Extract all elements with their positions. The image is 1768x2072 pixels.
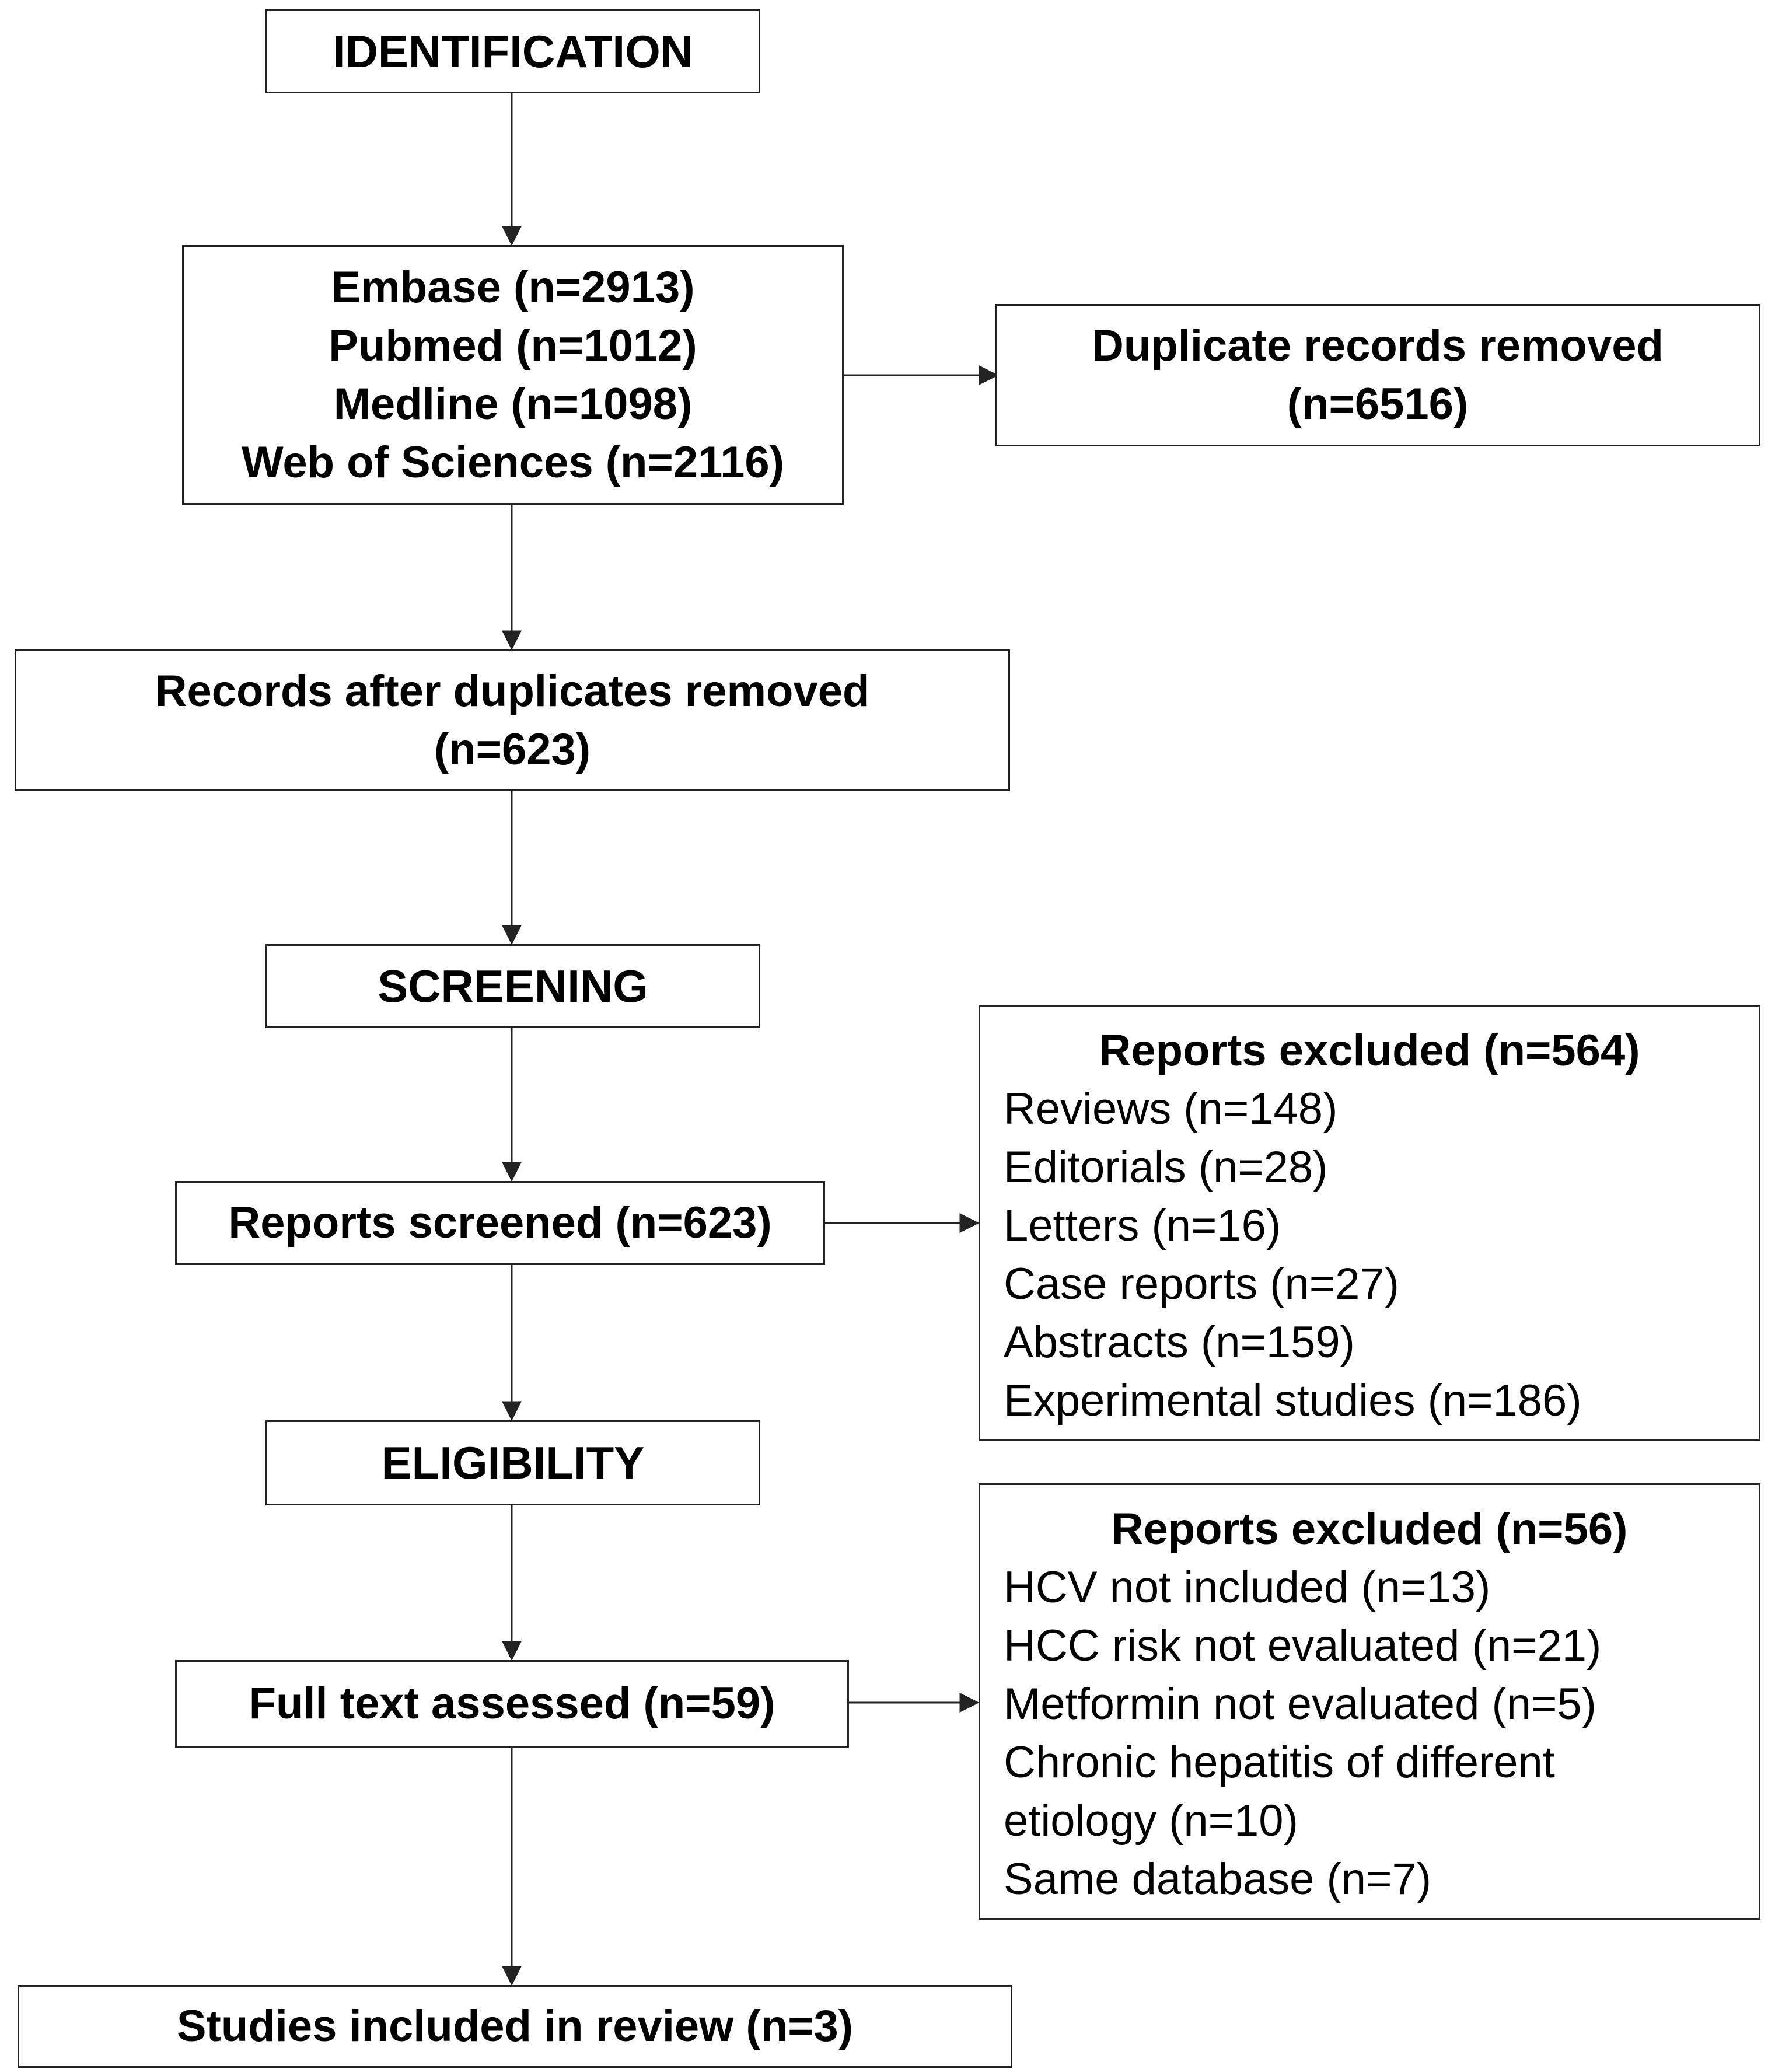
list-item: Experimental studies (n=186): [1004, 1376, 1582, 1425]
duplicates-removed-label: Duplicate records removed: [1092, 321, 1664, 371]
full-text-assessed-box: Full text assessed (n=59): [175, 1660, 849, 1748]
list-item: Chronic hepatitis of different: [1004, 1738, 1555, 1787]
duplicates-removed-box: Duplicate records removed (n=6516): [995, 304, 1760, 446]
list-item: etiology (n=10): [1004, 1796, 1298, 1846]
full-text-assessed-label: Full text assessed (n=59): [249, 1679, 775, 1728]
reports-screened-box: Reports screened (n=623): [175, 1181, 825, 1265]
duplicates-removed-count: (n=6516): [1287, 379, 1469, 429]
stage-identification-label: IDENTIFICATION: [332, 26, 694, 77]
records-after-duplicates-label: Records after duplicates removed: [155, 666, 870, 716]
list-item: Abstracts (n=159): [1004, 1318, 1355, 1367]
studies-included-box: Studies included in review (n=3): [18, 1985, 1012, 2068]
sources-box: Embase (n=2913) Pubmed (n=1012) Medline …: [182, 245, 844, 505]
screening-excluded-title: Reports excluded (n=564): [1099, 1026, 1640, 1075]
eligibility-excluded-box: Reports excluded (n=56) HCV not included…: [979, 1483, 1760, 1920]
list-item: HCC risk not evaluated (n=21): [1004, 1621, 1602, 1671]
source-pubmed: Pubmed (n=1012): [329, 320, 697, 371]
screening-excluded-list: Reviews (n=148) Editorials (n=28) Letter…: [1004, 1080, 1759, 1430]
screening-excluded-box: Reports excluded (n=564) Reviews (n=148)…: [979, 1005, 1760, 1441]
list-item: Case reports (n=27): [1004, 1259, 1399, 1309]
list-item: Letters (n=16): [1004, 1201, 1281, 1250]
eligibility-excluded-list: HCV not included (n=13) HCC risk not eva…: [1004, 1559, 1759, 1909]
records-after-duplicates-count: (n=623): [434, 724, 591, 774]
records-after-duplicates-box: Records after duplicates removed (n=623): [15, 649, 1010, 791]
source-embase: Embase (n=2913): [331, 262, 695, 312]
stage-eligibility: ELIGIBILITY: [265, 1420, 760, 1505]
list-item: Editorials (n=28): [1004, 1142, 1328, 1192]
list-item: Same database (n=7): [1004, 1854, 1432, 1904]
eligibility-excluded-title: Reports excluded (n=56): [1111, 1504, 1628, 1554]
source-web-of-sciences: Web of Sciences (n=2116): [242, 437, 784, 487]
stage-eligibility-label: ELIGIBILITY: [381, 1437, 645, 1489]
source-medline: Medline (n=1098): [333, 379, 693, 429]
list-item: Reviews (n=148): [1004, 1084, 1338, 1134]
list-item: Metformin not evaluated (n=5): [1004, 1679, 1596, 1729]
list-item: HCV not included (n=13): [1004, 1563, 1491, 1612]
stage-identification: IDENTIFICATION: [265, 9, 760, 93]
stage-screening: SCREENING: [265, 944, 760, 1028]
studies-included-label: Studies included in review (n=3): [176, 2001, 854, 2051]
reports-screened-label: Reports screened (n=623): [228, 1198, 772, 1248]
stage-screening-label: SCREENING: [378, 960, 648, 1012]
